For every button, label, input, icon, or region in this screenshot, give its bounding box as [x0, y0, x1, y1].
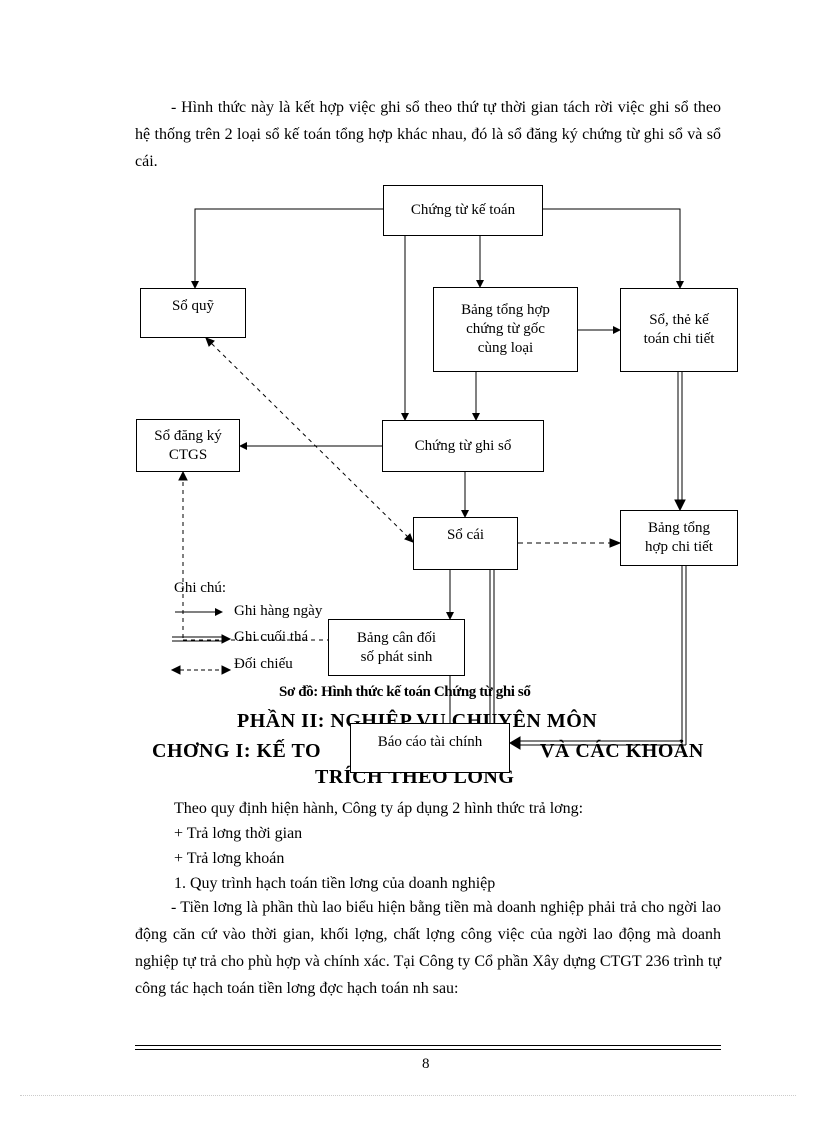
legend-compare: Đối chiếu	[234, 656, 293, 672]
box-bang-tong-hop-chung-tu-goc: Bảng tổng hợp chứng từ gốc cùng loại	[433, 287, 578, 372]
box-bang-tong-hop-chi-tiet: Bảng tổng hợp chi tiết	[620, 510, 738, 566]
box-label-line1: Bảng cân đối	[356, 629, 437, 646]
box-label-line3: cùng loại	[477, 340, 534, 356]
legend-end: Ghi cuối thá	[234, 629, 309, 645]
box-so-the-ke-toan-chi-tiet: Sổ, thẻ kế toán chi tiết	[620, 288, 738, 372]
box-label-line2: toán chi tiết	[643, 331, 715, 347]
box-label: Chứng từ kế toán	[410, 202, 516, 218]
box-label-line1: Sổ đăng ký	[154, 427, 222, 444]
diagram-caption: Sơ đồ: Hình thức kế toán Chứng từ ghi sổ	[279, 684, 531, 700]
box-label: Sổ cái	[446, 527, 485, 543]
box-bao-cao-tai-chinh: Báo cáo tài chính	[350, 723, 510, 773]
box-chung-tu-ke-toan: Chứng từ kế toán	[383, 185, 543, 236]
box-chung-tu-ghi-so: Chứng từ ghi sổ	[382, 420, 544, 472]
box-so-cai: Sổ cái	[413, 517, 518, 570]
legend-title: Ghi chú:	[174, 580, 227, 596]
box-label-line2: CTGS	[168, 446, 208, 463]
body-line-4: 1. Quy trình hạch toán tiền lơng của doa…	[174, 875, 496, 892]
box-label-line1: Bảng tổng	[647, 520, 711, 536]
box-label: Sổ quỹ	[171, 298, 215, 314]
intro-paragraph: - Hình thức này là kết hợp việc ghi sổ t…	[135, 99, 721, 170]
body-line-3: + Trả lơng khoán	[174, 850, 285, 867]
chapter-heading-right: VÀ CÁC KHOẢN	[540, 740, 704, 762]
box-so-quy: Sổ quỹ	[140, 288, 246, 338]
box-label-line2: chứng từ gốc	[466, 321, 545, 337]
box-label-line2: số phát sinh	[360, 648, 433, 665]
page-number: 8	[422, 1056, 430, 1072]
box-so-dang-ky-ctgs: Sổ đăng ký CTGS	[136, 419, 240, 472]
box-label: Chứng từ ghi sổ	[414, 437, 512, 454]
footer-rule-bottom	[135, 1049, 721, 1050]
box-label-line1: Sổ, thẻ kế	[649, 312, 709, 328]
body-line-2: + Trả lơng thời gian	[174, 825, 303, 842]
box-bang-can-doi-so-phat-sinh: Bảng cân đối số phát sinh	[328, 619, 465, 676]
chapter-heading-left: CHƠNG I: KẾ TO	[152, 740, 322, 762]
body-paragraph: - Tiền lơng là phần thù lao biểu hiện bằ…	[135, 899, 721, 997]
legend-daily: Ghi hàng ngày	[234, 603, 323, 619]
box-label: Báo cáo tài chính	[377, 734, 483, 750]
page-edge-divider	[20, 1095, 796, 1096]
body-line-1: Theo quy định hiện hành, Công ty áp dụng…	[174, 800, 584, 817]
footer-rule-top	[135, 1045, 721, 1046]
box-label-line1: Bảng tổng hợp	[461, 302, 550, 318]
box-label-line2: hợp chi tiết	[645, 539, 713, 555]
